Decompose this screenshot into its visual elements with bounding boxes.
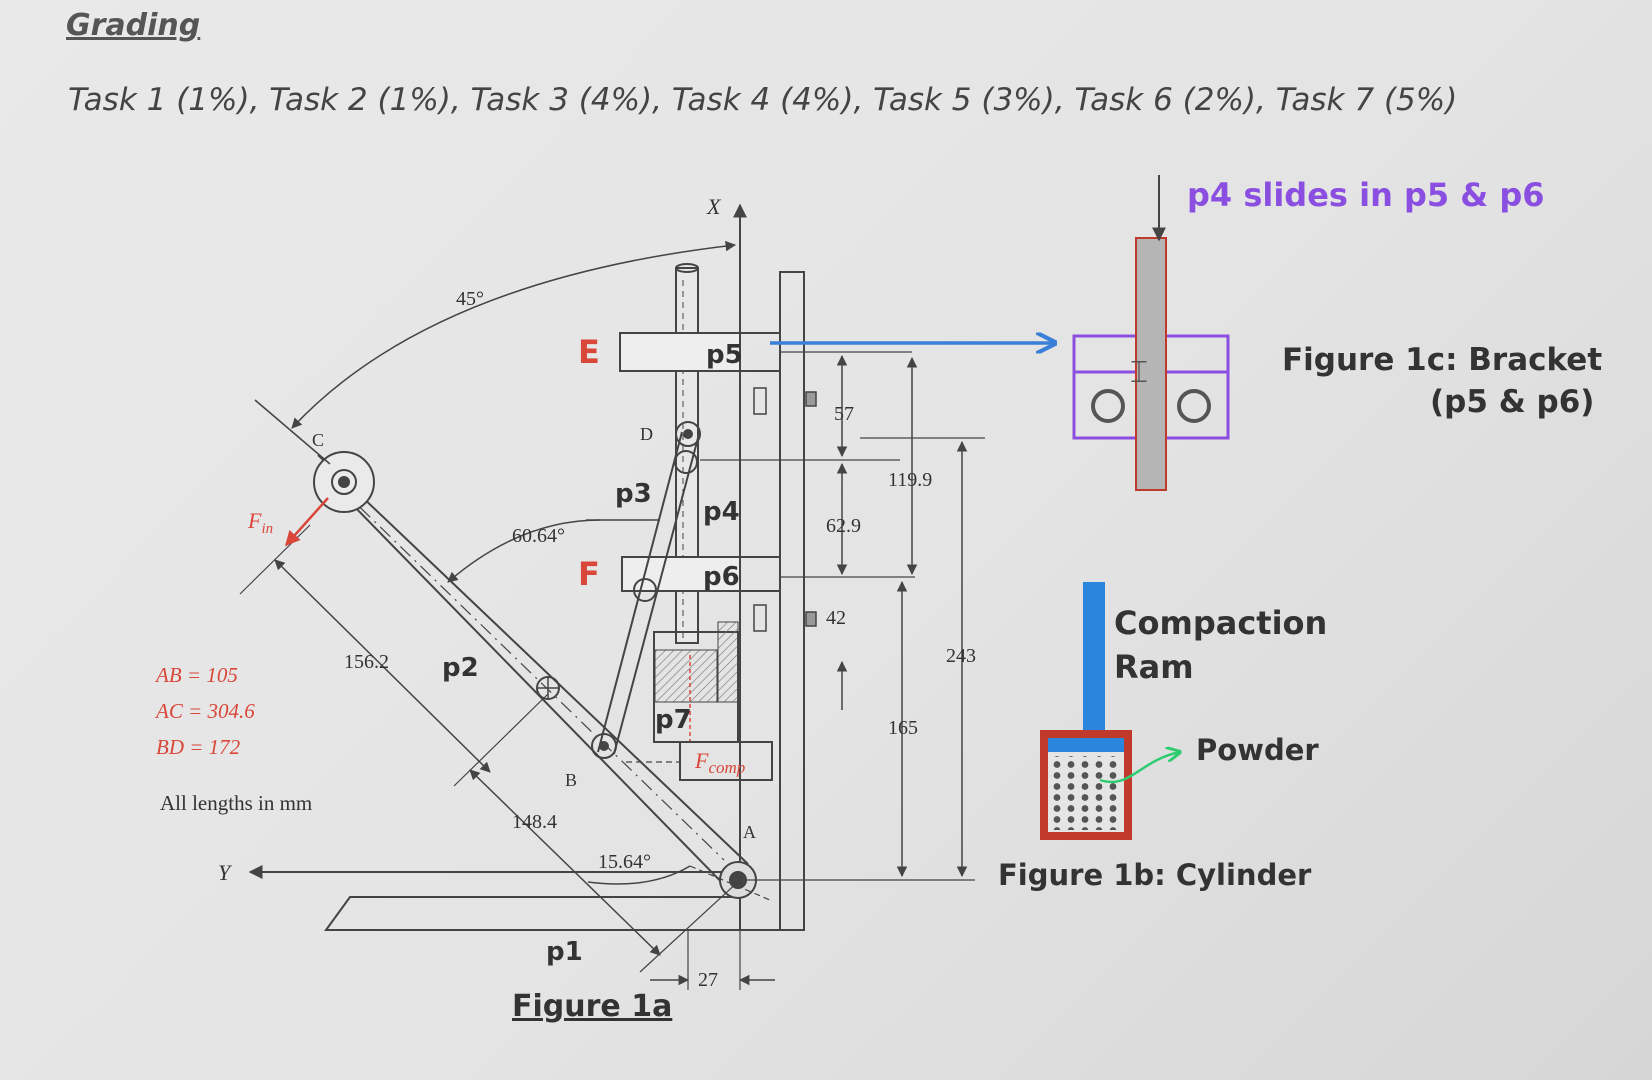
figure-1c: ⌶ p4 slides in p5 & p6 Figure 1c: Bracke… [770, 175, 1602, 491]
angle-45-label: 45° [456, 288, 484, 310]
bolt-hole-left [1091, 389, 1125, 423]
pivot-f [633, 578, 657, 602]
point-b-label: B [565, 770, 577, 790]
compaction-ram-head [1048, 738, 1124, 752]
rod-p4-section [1135, 237, 1167, 491]
force-comp-label: Fcomp [694, 748, 745, 777]
link-p2-edge-upper [317, 454, 749, 865]
figure-1c-caption: Figure 1c: Bracket [1282, 342, 1602, 378]
force-in-arrow [285, 497, 329, 547]
dim-1484-label: 148.4 [512, 811, 557, 833]
pivot-b [591, 733, 617, 759]
dim-629-label: 62.9 [826, 515, 861, 537]
label-p5: p5 [706, 340, 743, 370]
link-p3-edge-b [613, 437, 699, 755]
figure-1a [239, 203, 985, 990]
dim-27-label: 27 [698, 969, 718, 991]
frame-column [779, 271, 805, 931]
powder-pointer [1099, 752, 1180, 784]
y-axis-label: Y [218, 860, 233, 885]
length-ab: AB = 105 [154, 663, 238, 687]
dim-42-label: 42 [826, 607, 846, 629]
dim-1484-line [469, 769, 661, 956]
compaction-ram-shaft [1083, 582, 1105, 742]
bracket-e-label: E [578, 333, 600, 371]
ram-label-line2: Ram [1114, 648, 1194, 686]
figure-1b: Compaction Ram Powder Figure 1b: Cylinde… [998, 582, 1327, 892]
pivot-e-lower [674, 450, 698, 474]
dim-243-label: 243 [946, 645, 976, 667]
force-in-label: Fin [247, 508, 273, 537]
angle-1564-label: 15.64° [598, 851, 651, 873]
figure-1a-caption: Figure 1a [512, 989, 672, 1024]
bracket-f-label: F [578, 555, 600, 593]
link-p3-edge-a [597, 431, 683, 753]
task-weights-line: Task 1 (1%), Task 2 (1%), Task 3 (4%), T… [68, 82, 1458, 118]
figure-1b-caption: Figure 1b: Cylinder [998, 858, 1312, 892]
dim-1562-label: 156.2 [344, 651, 389, 673]
ram-label-line1: Compaction [1114, 604, 1327, 642]
powder-label: Powder [1196, 733, 1319, 767]
length-ac: AC = 304.6 [154, 699, 255, 723]
angle-45-arc [291, 240, 737, 429]
dim-1562-line [274, 559, 491, 773]
label-p7: p7 [655, 705, 692, 735]
point-a-label: A [743, 822, 756, 842]
powder-block [654, 649, 718, 703]
slide-note: p4 slides in p5 & p6 [1187, 176, 1545, 214]
point-c-label: C [312, 430, 324, 450]
powder-fill [1050, 756, 1122, 830]
angle-6064-label: 60.64° [512, 525, 565, 547]
text-cursor-icon: ⌶ [1130, 355, 1148, 390]
base-plate-p1 [324, 896, 741, 931]
x-axis-label: X [706, 194, 722, 219]
length-bd: BD = 172 [156, 735, 241, 759]
label-p4: p4 [703, 497, 740, 527]
label-p3: p3 [615, 479, 652, 509]
figure-1c-caption-2: (p5 & p6) [1430, 384, 1594, 420]
label-p1: p1 [546, 937, 583, 967]
dim-165-label: 165 [888, 717, 918, 739]
pivot-center-p2 [536, 676, 560, 700]
label-p2: p2 [442, 653, 479, 683]
label-p6: p6 [703, 562, 740, 592]
dim-1199-label: 119.9 [888, 469, 932, 491]
page-title: Grading [66, 8, 201, 43]
point-d-label: D [640, 424, 653, 444]
units-note: All lengths in mm [160, 791, 312, 815]
bolt-hole-right [1177, 389, 1211, 423]
dim-57-label: 57 [834, 403, 854, 425]
